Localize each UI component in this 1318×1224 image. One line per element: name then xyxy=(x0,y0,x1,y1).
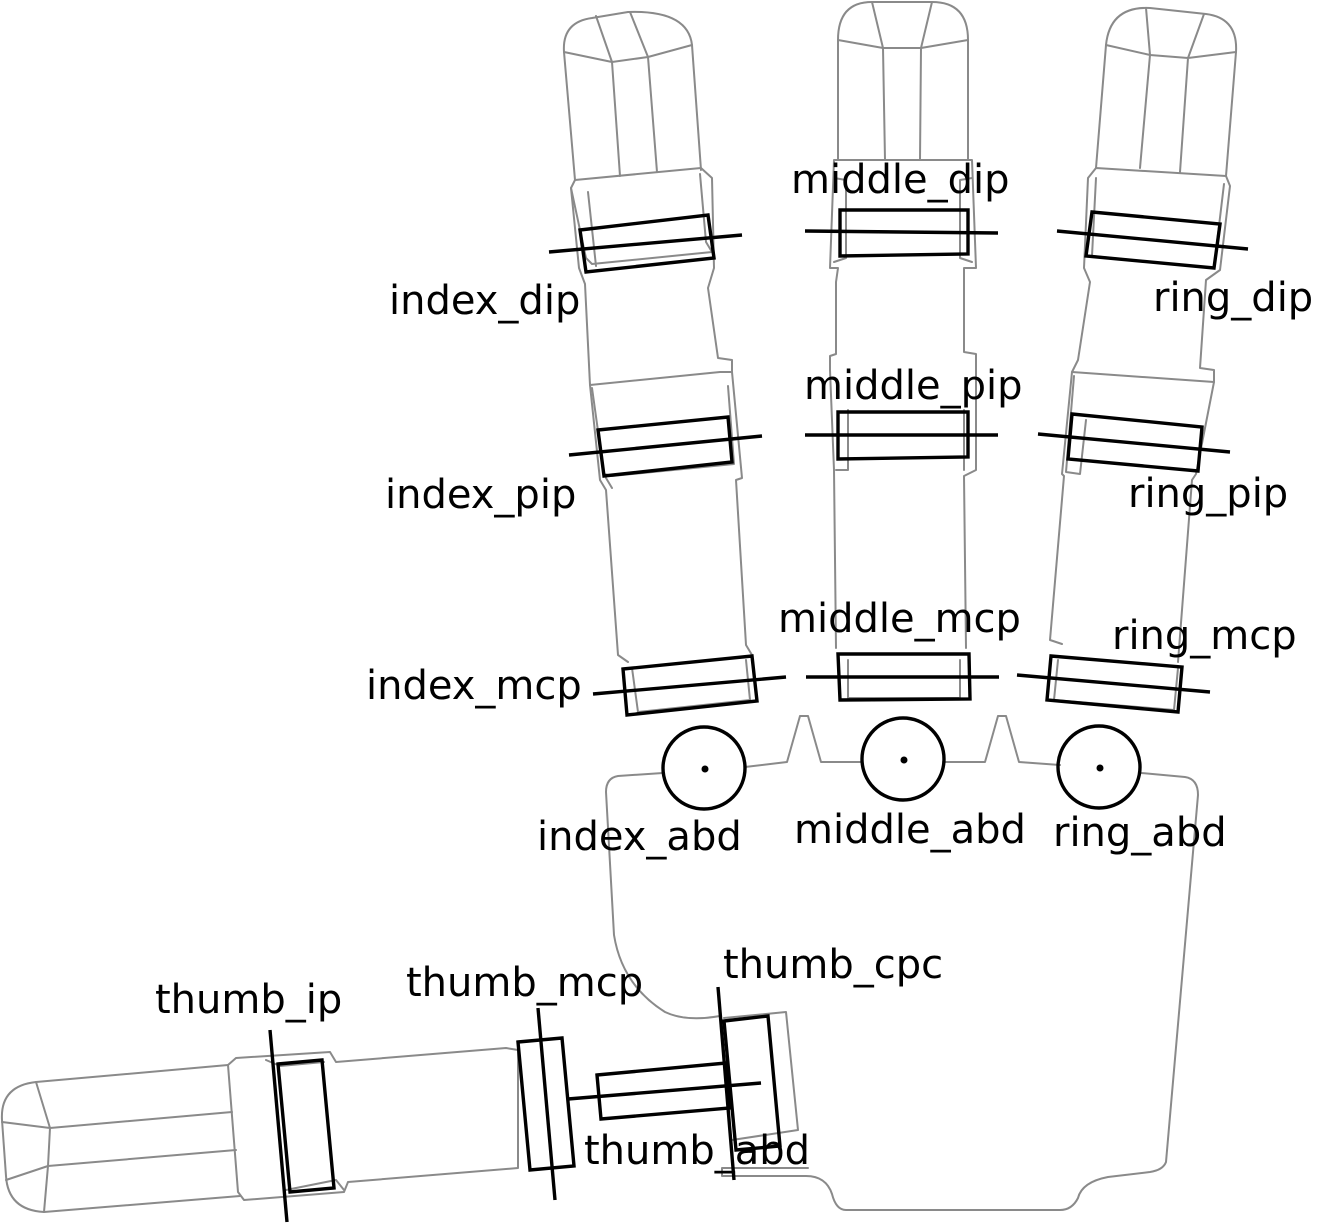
index-pip-axis xyxy=(568,434,763,457)
ring-dip-axis xyxy=(1056,229,1249,251)
ring-pip-axis xyxy=(1037,432,1231,454)
ring-mcp-axis xyxy=(1016,673,1211,694)
label-thumb-ip: thumb_ip xyxy=(155,977,342,1023)
thumb-mcp-joint xyxy=(516,1036,576,1172)
thumb-outline xyxy=(0,1011,799,1213)
middle-fingertip xyxy=(837,1,969,161)
label-index-abd: index_abd xyxy=(537,814,742,860)
thumb-ip-joint xyxy=(276,1058,336,1194)
middle-finger-outline xyxy=(829,1,977,699)
middle-mcp-joint xyxy=(836,652,972,702)
ring-abd-pin xyxy=(1096,764,1104,772)
ring-abd-joint xyxy=(1056,724,1142,810)
label-middle-abd: middle_abd xyxy=(794,807,1026,853)
thumb-abd-axis xyxy=(567,1081,762,1101)
index-mcp-axis xyxy=(592,675,787,696)
thumb-ip-axis xyxy=(268,1029,289,1223)
ring-dip-joint xyxy=(1084,210,1222,270)
hand-outline xyxy=(0,1,1238,1213)
middle-tip-facets xyxy=(837,1,969,161)
label-index-mcp: index_mcp xyxy=(366,663,582,709)
index-finger-outline xyxy=(562,10,753,713)
index-dip-joint xyxy=(578,213,716,274)
index-fingertip xyxy=(562,10,702,181)
index-abd-joint xyxy=(661,725,747,811)
label-ring-dip: ring_dip xyxy=(1153,275,1313,321)
label-ring-mcp: ring_mcp xyxy=(1112,613,1297,659)
palm-outline xyxy=(605,715,1199,1211)
middle-abd-pin xyxy=(900,756,908,764)
label-middle-mcp: middle_mcp xyxy=(778,596,1021,642)
label-thumb-abd: thumb_abd xyxy=(584,1128,810,1174)
label-middle-pip: middle_pip xyxy=(804,363,1022,409)
middle-mcp-housing xyxy=(847,659,961,699)
index-tip-facets xyxy=(563,11,693,177)
index-mcp-joint xyxy=(621,654,759,717)
middle-pip-housing xyxy=(835,409,965,471)
thumb-cpc-housing xyxy=(723,1011,799,1141)
label-thumb-cpc: thumb_cpc xyxy=(723,942,943,988)
thumb-abd-joint xyxy=(595,1061,732,1121)
index-pip-joint xyxy=(596,415,734,478)
thumb-tip xyxy=(0,1064,241,1213)
ring-pip-joint xyxy=(1066,412,1204,473)
ring-finger-outline xyxy=(1049,6,1238,711)
index-middle-segment xyxy=(589,371,753,663)
middle-abd-joint xyxy=(860,716,946,802)
index-dip-housing xyxy=(570,173,713,267)
middle-dip-joint xyxy=(838,208,970,258)
thumb-proximal-segment xyxy=(227,1047,519,1201)
label-index-pip: index_pip xyxy=(385,472,576,518)
index-dip-axis xyxy=(548,233,743,254)
middle-dip-housing xyxy=(833,177,973,263)
thumb-ip-housing xyxy=(265,1059,345,1191)
label-middle-dip: middle_dip xyxy=(791,157,1009,203)
thumb-tip-facets xyxy=(1,1081,237,1213)
ring-tip-facets xyxy=(1105,7,1237,173)
ring-middle-segment xyxy=(1049,371,1215,663)
middle-dip-axis xyxy=(804,229,999,235)
index-abd-pin xyxy=(701,765,709,773)
joint-markers xyxy=(268,208,1249,1223)
middle-middle-segment xyxy=(829,369,977,649)
label-thumb-mcp: thumb_mcp xyxy=(406,960,643,1006)
index-pip-housing xyxy=(591,385,735,489)
middle-pip-joint xyxy=(836,410,970,461)
joint-labels: index_dip middle_dip ring_dip index_pip … xyxy=(155,157,1313,1174)
thumb-mcp-axis xyxy=(536,1007,557,1201)
label-ring-pip: ring_pip xyxy=(1128,471,1288,517)
ring-fingertip xyxy=(1095,6,1238,177)
ring-mcp-joint xyxy=(1045,654,1184,714)
index-distal-segment xyxy=(570,167,733,386)
middle-distal-segment xyxy=(829,159,977,371)
label-index-dip: index_dip xyxy=(389,278,580,324)
thumb-cpc-joint xyxy=(722,1014,782,1152)
thumb-cpc-axis xyxy=(716,986,736,1181)
label-ring-abd: ring_abd xyxy=(1053,810,1227,856)
